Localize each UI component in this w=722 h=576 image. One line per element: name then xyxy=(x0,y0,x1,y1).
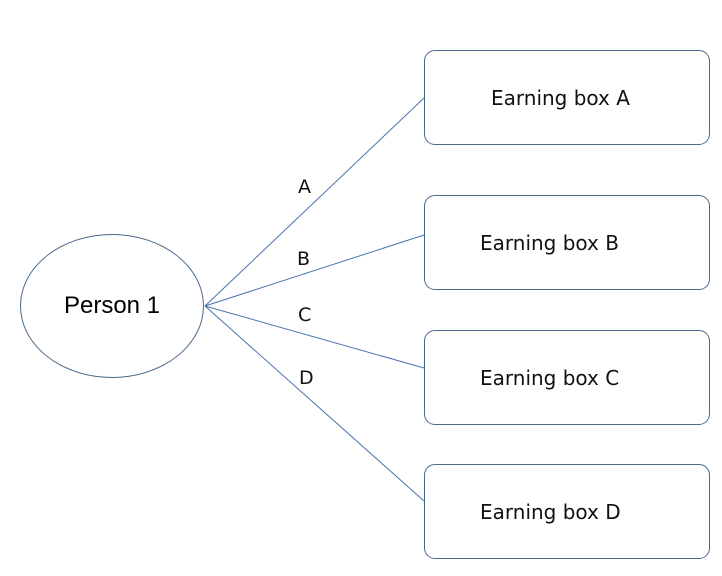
earning-box-d: Earning box D xyxy=(424,464,710,559)
earning-box-c-label: Earning box C xyxy=(480,365,620,390)
person-node: Person 1 xyxy=(20,234,204,378)
earning-box-c: Earning box C xyxy=(424,330,710,425)
person-label: Person 1 xyxy=(63,292,161,319)
edge-label-b: B xyxy=(297,248,311,270)
edge-label-a: A xyxy=(298,176,311,198)
earning-box-b: Earning box B xyxy=(424,195,710,290)
earning-box-b-label: Earning box B xyxy=(480,230,619,255)
earning-box-d-label: Earning box D xyxy=(480,499,621,524)
edge-label-c: C xyxy=(298,304,312,326)
earning-box-a: Earning box A xyxy=(424,50,710,145)
edge-label-d: D xyxy=(299,367,314,389)
edge-line-b xyxy=(204,234,425,307)
edge-line-a xyxy=(204,97,425,307)
edge-line-c xyxy=(204,305,425,369)
earning-box-a-label: Earning box A xyxy=(491,85,630,110)
edge-line-d xyxy=(204,305,425,502)
